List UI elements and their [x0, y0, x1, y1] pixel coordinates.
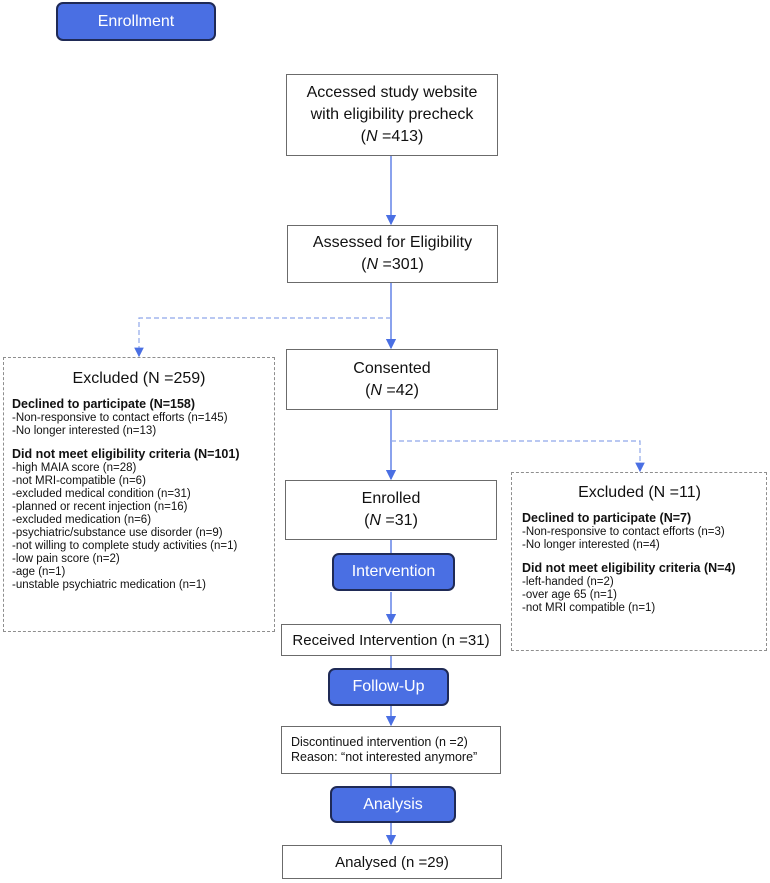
excluded-right-declined-item: -No longer interested (n=4) — [522, 539, 660, 551]
stage-intervention: Intervention — [332, 553, 455, 591]
box-accessed: Accessed study website with eligibility … — [286, 74, 498, 156]
excluded-left-declined-header: Declined to participate (N=158) — [12, 397, 196, 411]
dashed-arrow-excluded-left — [134, 317, 391, 358]
assessed-count: (N =301) — [361, 256, 424, 273]
excluded-left-criteria-item: -not willing to complete study activitie… — [12, 540, 238, 552]
excluded-left-criteria-item: -high MAIA score (n=28) — [12, 462, 137, 474]
discontinued-line1: Discontinued intervention (n =2) — [291, 735, 468, 749]
excluded-left-criteria-item: -psychiatric/substance use disorder (n=9… — [12, 527, 223, 539]
box-enrolled: Enrolled (N =31) — [285, 480, 497, 540]
box-assessed: Assessed for Eligibility (N =301) — [287, 225, 498, 283]
assessed-line1: Assessed for Eligibility — [312, 234, 473, 251]
dashed-arrow-excluded-right — [391, 440, 645, 473]
enrolled-count: (N =31) — [364, 512, 418, 529]
received-text: Received Intervention (n =31) — [292, 631, 490, 649]
box-excluded-left: Excluded (N =259) Declined to participat… — [3, 357, 275, 632]
excluded-right-declined-item: -Non-responsive to contact efforts (n=3) — [522, 526, 725, 538]
stage-enrollment: Enrollment — [56, 2, 216, 41]
excluded-right-criteria-header: Did not meet eligibility criteria (N=4) — [522, 561, 736, 575]
excluded-left-criteria-item: -low pain score (n=2) — [12, 553, 120, 565]
excluded-left-criteria-item: -unstable psychiatric medication (n=1) — [12, 579, 206, 591]
stage-analysis: Analysis — [330, 786, 456, 823]
consented-count: (N =42) — [365, 381, 419, 399]
excluded-right-declined-header: Declined to participate (N=7) — [522, 511, 692, 525]
consented-line1: Consented — [353, 359, 431, 377]
excluded-left-criteria-item: -excluded medical condition (n=31) — [12, 488, 191, 500]
excluded-left-declined-item: -Non-responsive to contact efforts (n=14… — [12, 412, 228, 424]
accessed-count: (N =413) — [360, 128, 424, 145]
excluded-right-title: Excluded (N =11) — [578, 484, 701, 501]
excluded-left-criteria-header: Did not meet eligibility criteria (N=101… — [12, 447, 240, 461]
box-excluded-right: Excluded (N =11) Declined to participate… — [511, 472, 767, 651]
box-consented: Consented (N =42) — [286, 349, 498, 410]
excluded-left-declined-item: -No longer interested (n=13) — [12, 425, 157, 437]
excluded-left-criteria-item: -planned or recent injection (n=16) — [12, 501, 188, 513]
box-analysed: Analysed (n =29) — [282, 845, 502, 879]
box-received: Received Intervention (n =31) — [281, 624, 501, 656]
excluded-right-criteria-item: -left-handed (n=2) — [522, 576, 614, 588]
excluded-right-criteria-item: -not MRI compatible (n=1) — [522, 602, 656, 614]
excluded-right-criteria-item: -over age 65 (n=1) — [522, 589, 617, 601]
analysed-text: Analysed (n =29) — [335, 853, 449, 871]
stage-follow-up: Follow-Up — [328, 668, 449, 706]
accessed-line2: with eligibility precheck — [310, 106, 474, 123]
enrolled-line1: Enrolled — [361, 490, 421, 507]
excluded-left-criteria-item: -excluded medication (n=6) — [12, 514, 152, 526]
excluded-left-criteria-item: -not MRI-compatible (n=6) — [12, 475, 146, 487]
box-discontinued: Discontinued intervention (n =2) Reason:… — [281, 726, 501, 774]
excluded-left-criteria-item: -age (n=1) — [12, 566, 66, 578]
excluded-left-title: Excluded (N =259) — [72, 370, 206, 387]
discontinued-reason: Reason: “not interested anymore” — [291, 750, 478, 764]
accessed-line1: Accessed study website — [306, 84, 478, 101]
